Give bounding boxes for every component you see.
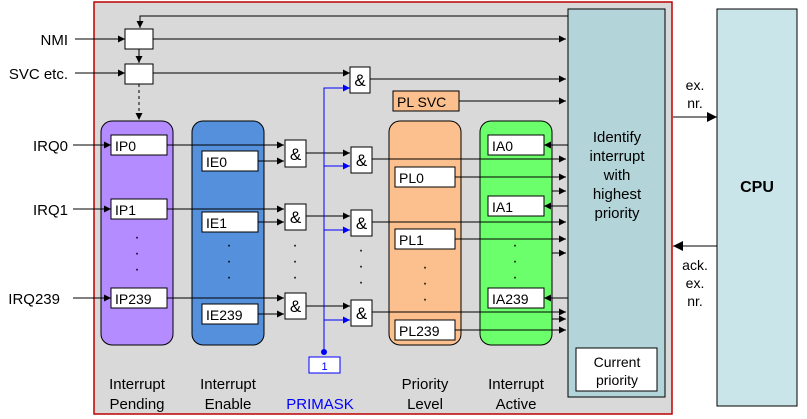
enable-caption-1: Interrupt [200, 376, 257, 393]
dot: · [226, 269, 231, 286]
svc-and-symbol: & [354, 71, 366, 90]
ia0-register [487, 134, 545, 156]
ip0-label: IP0 [115, 138, 136, 154]
irq239-label: IRQ239 [8, 291, 60, 308]
priority-caption-2: Level [407, 396, 443, 413]
dot: · [358, 258, 363, 275]
cpu-in-line-1: ex. [686, 77, 705, 93]
nmi-label: NMI [41, 32, 69, 49]
dot: · [358, 274, 363, 291]
dot: · [292, 269, 297, 286]
ie239-label: IE239 [206, 307, 243, 323]
dot: · [512, 269, 517, 286]
and-symbol-ie0: & [290, 145, 302, 164]
identify-line-3: with [603, 167, 631, 184]
current-priority-box [575, 347, 658, 392]
cpu-out-line-1: ack. [682, 257, 708, 273]
ip1-register [110, 198, 168, 220]
identify-line-1: Identify [593, 129, 642, 146]
identify-line-5: priority [594, 205, 640, 222]
ia1-register [487, 195, 545, 217]
pl239-label: PL239 [399, 323, 440, 339]
dot: · [512, 253, 517, 270]
identify-text: Identify interrupt with highest priority [589, 129, 645, 222]
pending-caption-2: Pending [109, 396, 164, 413]
identify-block [567, 8, 666, 398]
and-symbol-ie239: & [290, 297, 302, 316]
and-gate-primask0 [350, 146, 373, 174]
dot: · [226, 237, 231, 254]
primask-vertical-wire [323, 84, 350, 352]
ia239-label: IA239 [492, 291, 529, 307]
cpu-block [716, 8, 798, 407]
identify-line-4: highest [593, 186, 642, 203]
pl0-register [394, 166, 456, 188]
active-caption-1: Interrupt [488, 376, 545, 393]
pending-caption-1: Interrupt [109, 376, 166, 393]
dot: · [134, 229, 139, 246]
ip239-label: IP239 [115, 291, 152, 307]
irq1-label: IRQ1 [33, 202, 68, 219]
pl-svc-label: PL SVC [397, 94, 446, 110]
cpu-label: CPU [740, 179, 774, 196]
and-symbol-primask1: & [356, 214, 368, 233]
pl-svc-register [392, 90, 460, 112]
and-gate-ie1 [284, 203, 307, 231]
ie0-register [201, 150, 259, 172]
current-priority-line-1: Current [594, 354, 641, 370]
enable-column [191, 120, 265, 346]
cpu-out-line-3: nr. [687, 293, 703, 309]
and-gate-ie239 [284, 292, 307, 320]
dot: · [422, 275, 427, 292]
dot: · [512, 237, 517, 254]
dot: · [292, 253, 297, 270]
and-gate-primask239 [350, 299, 373, 327]
dot: · [358, 242, 363, 259]
and-gate-primask1 [350, 209, 373, 237]
ia239-register [487, 287, 545, 309]
priority-caption-1: Priority [402, 376, 449, 393]
identify-line-2: interrupt [589, 148, 645, 165]
ia0-label: IA0 [492, 138, 513, 154]
primask-node [321, 349, 327, 355]
svc-latch [124, 63, 154, 85]
cpu-out-line-2: ex. [686, 275, 705, 291]
nmi-feedback-wire [136, 15, 568, 28]
dot: · [292, 237, 297, 254]
ellipsis-dots: · · · · · · · · · · · · · · · · · · [134, 229, 517, 308]
nmi-latch [124, 28, 154, 50]
dot: · [226, 253, 231, 270]
dot: · [422, 291, 427, 308]
primask-value: 1 [321, 361, 327, 373]
ip1-label: IP1 [115, 202, 136, 218]
svc-label: SVC etc. [9, 66, 68, 83]
dot: · [422, 259, 427, 276]
and-symbol-ie1: & [290, 208, 302, 227]
primask-register [308, 356, 341, 374]
ip239-register [110, 287, 168, 309]
pl0-label: PL0 [399, 170, 424, 186]
dot: · [134, 245, 139, 262]
ip0-register [110, 134, 168, 156]
ia1-label: IA1 [492, 199, 513, 215]
pl1-register [394, 228, 456, 250]
ie0-label: IE0 [206, 154, 227, 170]
ie1-label: IE1 [206, 215, 227, 231]
active-caption-2: Active [496, 396, 537, 413]
ie1-register [201, 211, 259, 233]
and-symbol-primask239: & [356, 304, 368, 323]
irq0-label: IRQ0 [33, 138, 68, 155]
pl239-register [394, 319, 456, 341]
svc-and-gate [349, 66, 371, 94]
enable-caption-2: Enable [205, 396, 252, 413]
current-priority-line-2: priority [596, 372, 638, 388]
cpu-in-line-2: nr. [687, 95, 703, 111]
ie239-register [201, 303, 259, 325]
dot: · [134, 261, 139, 278]
primask-caption: PRIMASK [286, 396, 354, 413]
and-symbol-primask0: & [356, 151, 368, 170]
and-gate-ie0 [284, 139, 307, 168]
pl1-label: PL1 [399, 232, 424, 248]
